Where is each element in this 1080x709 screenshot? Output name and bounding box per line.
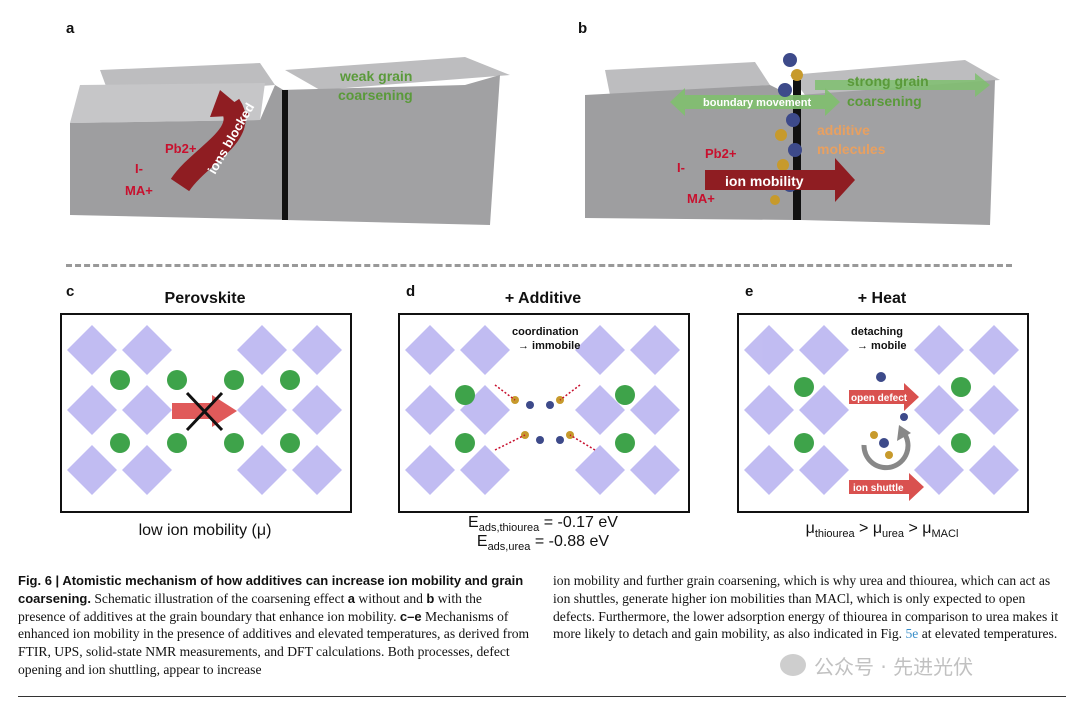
weak-grain-line2: coarsening: [338, 87, 413, 103]
note-line2: → immobile: [518, 340, 580, 352]
fig-reference-link[interactable]: 5e: [905, 626, 919, 642]
strong-grain-line1: strong grain: [847, 73, 929, 89]
panel-letter-a: a: [66, 20, 75, 37]
ion-shuttle-label: ion shuttle: [853, 483, 904, 494]
ion-i: I-: [677, 160, 685, 175]
section-divider: [66, 264, 1012, 267]
open-defect-label: open defect: [851, 393, 908, 404]
boundary-movement-arrow: [670, 88, 840, 116]
footer-rule: [18, 696, 1066, 697]
ion-shuttle-arrow: [849, 473, 924, 501]
strong-grain-line2: coarsening: [847, 93, 922, 109]
perovskite-lattice: [67, 325, 342, 495]
figure-caption-left: Fig. 6 | Atomistic mechanism of how addi…: [18, 573, 530, 677]
ion-pb: Pb2+: [705, 146, 737, 161]
panel-letter-e: e: [745, 283, 754, 300]
figure-caption-right: ion mobility and further grain coarsenin…: [553, 573, 1059, 642]
boundary-movement-label: boundary movement: [703, 97, 812, 109]
wechat-icon: [780, 654, 806, 676]
rotation-arrow: [861, 431, 911, 471]
additive-line1: additive: [817, 122, 870, 138]
ion-ma: MA+: [687, 191, 715, 206]
panel-c-bottom-label: low ion mobility (μ): [138, 522, 272, 539]
panel-letter-c: c: [66, 283, 75, 300]
weak-grain-line1: weak grain: [339, 68, 412, 84]
note-line2: → mobile: [857, 340, 907, 352]
panel-e-box: open defect ion shuttle detaching → mobi…: [737, 313, 1029, 513]
panel-d-energy-thiourea: Eads,thiourea = -0.17 eV: [468, 514, 618, 535]
additive-line2: molecules: [817, 141, 886, 157]
watermark: 公众号 · 先进光伏: [780, 650, 1070, 680]
heat-lattice: open defect ion shuttle detaching → mobi…: [744, 325, 1019, 501]
panel-b-illustration: boundary movement strong grain coarsenin…: [585, 53, 1000, 225]
panel-e-inequality: μthiourea > μurea > μMACl: [805, 520, 959, 541]
ion-pb: Pb2+: [165, 141, 197, 156]
grain-left: [70, 85, 300, 220]
note-line1: coordination: [512, 326, 579, 338]
fig-label: Fig. 6 | Atomistic mechanism of how addi…: [18, 573, 524, 606]
ion-mobility-label: ion mobility: [725, 173, 804, 189]
panel-c-box: [60, 313, 352, 513]
note-line1: detaching: [851, 326, 903, 338]
grain-right: [800, 80, 995, 225]
ion-mobility-arrow: [705, 158, 855, 202]
panel-letter-d: d: [406, 283, 416, 300]
additive-molecules-illustration: [770, 53, 803, 205]
additive-lattice: coordination → immobile: [405, 325, 680, 495]
panel-c-title: Perovskite: [164, 290, 246, 307]
panel-d-title: + Additive: [504, 290, 582, 307]
panel-a-illustration: ions blocked Pb2+ I- MA+ weak grain coar…: [70, 57, 510, 225]
panel-e-title: + Heat: [857, 290, 907, 307]
ion-i: I-: [135, 161, 143, 176]
ion-ma: MA+: [125, 183, 153, 198]
open-defect-arrow: [849, 383, 919, 411]
panel-d-energy-urea: Eads,urea = -0.88 eV: [476, 533, 610, 554]
grain-right: [280, 75, 500, 225]
panel-letter-b: b: [578, 20, 588, 37]
panel-d-box: coordination → immobile: [398, 313, 690, 513]
